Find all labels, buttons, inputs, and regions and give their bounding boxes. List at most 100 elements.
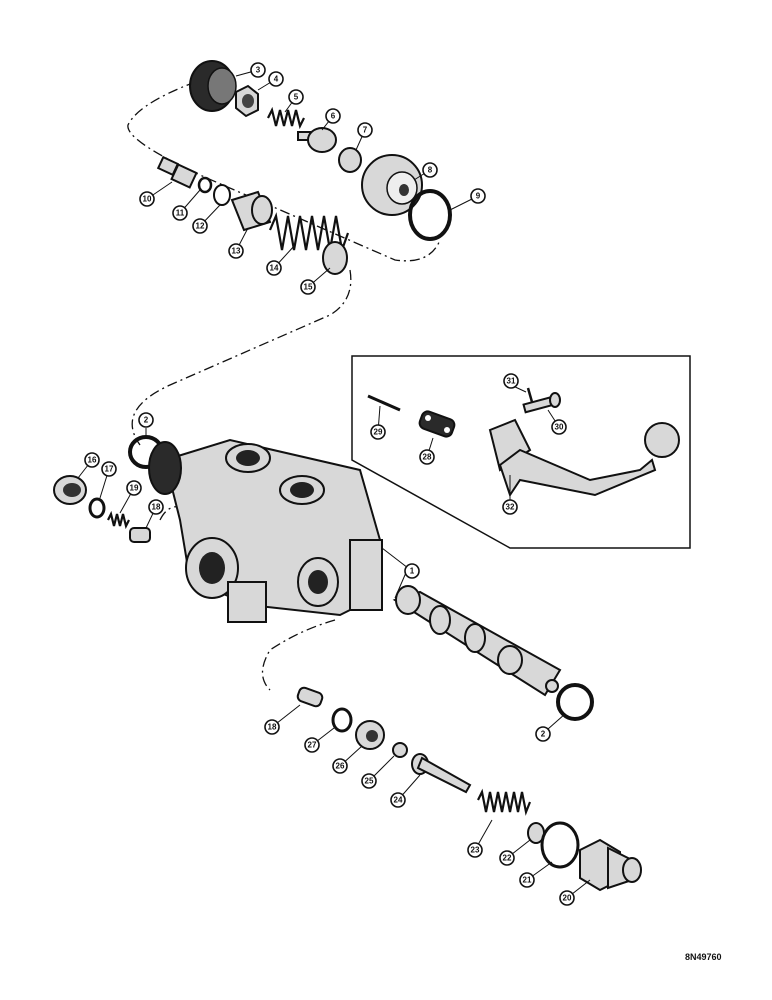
part-washer [213, 184, 231, 206]
callout-22: 22 [499, 850, 515, 866]
part-relief-plug [579, 838, 642, 892]
part-cap-nut [189, 60, 237, 112]
svg-text:1: 1 [410, 567, 415, 576]
svg-text:7: 7 [363, 126, 368, 135]
callout-27: 27 [304, 737, 320, 753]
callout-29: 29 [370, 424, 386, 440]
part-small-spring-left [107, 510, 130, 530]
callout-1: 1 [404, 563, 420, 579]
svg-text:2: 2 [541, 730, 546, 739]
callout-21: 21 [519, 872, 535, 888]
callout-32: 32 [502, 499, 518, 515]
part-seat [338, 147, 362, 173]
part-gasket-upper [408, 189, 452, 241]
svg-text:16: 16 [88, 456, 97, 465]
part-check-seat [355, 720, 385, 750]
callout-19: 19 [126, 480, 142, 496]
part-o-ring-small [88, 497, 106, 519]
part-relief-spring [477, 788, 532, 816]
svg-text:12: 12 [196, 222, 205, 231]
svg-text:20: 20 [563, 894, 572, 903]
svg-text:31: 31 [507, 377, 516, 386]
part-adjusting-screw [156, 155, 198, 189]
part-spool [392, 585, 562, 697]
callout-31: 31 [503, 373, 519, 389]
svg-text:26: 26 [336, 762, 345, 771]
svg-text:15: 15 [304, 283, 313, 292]
assembly-guide-line-left [131, 269, 352, 446]
part-hex-nut [235, 84, 259, 118]
part-valve-body [148, 438, 383, 623]
svg-text:9: 9 [476, 192, 481, 201]
callout-10: 10 [139, 191, 155, 207]
part-plunger-left [129, 527, 151, 543]
part-washer-small [197, 176, 213, 194]
callout-2-lower: 2 [535, 726, 551, 742]
svg-text:29: 29 [374, 428, 383, 437]
callout-30: 30 [551, 419, 567, 435]
part-plunger-lower [296, 686, 324, 708]
part-relief-housing [361, 154, 423, 216]
svg-text:27: 27 [308, 741, 317, 750]
svg-text:2: 2 [144, 416, 149, 425]
assembly-guide-line-plug [159, 506, 189, 521]
callout-28: 28 [419, 449, 435, 465]
callout-5: 5 [288, 89, 304, 105]
svg-text:18: 18 [268, 723, 277, 732]
part-spring-washer [322, 241, 348, 275]
svg-text:23: 23 [471, 846, 480, 855]
callout-24: 24 [390, 792, 406, 808]
part-pin-small [526, 387, 534, 403]
callouts: 1 2 2 3 4 5 6 7 8 9 10 11 12 13 14 15 16… [84, 62, 575, 906]
svg-text:11: 11 [176, 209, 185, 218]
part-sleeve [230, 190, 273, 232]
part-plug [53, 475, 87, 505]
svg-text:10: 10 [143, 195, 152, 204]
svg-text:25: 25 [365, 777, 374, 786]
assembly-guide-line-lower [261, 619, 336, 691]
callout-4: 4 [268, 71, 284, 87]
svg-text:21: 21 [523, 876, 532, 885]
part-poppet-rod [411, 753, 472, 794]
svg-text:30: 30 [555, 423, 564, 432]
callout-3: 3 [250, 62, 266, 78]
svg-text:19: 19 [130, 484, 139, 493]
svg-text:4: 4 [274, 75, 279, 84]
part-link [418, 410, 456, 438]
part-cotter-pin [367, 394, 401, 412]
svg-text:28: 28 [423, 453, 432, 462]
callout-26: 26 [332, 758, 348, 774]
svg-text:6: 6 [331, 112, 336, 121]
svg-text:17: 17 [105, 465, 114, 474]
callout-25: 25 [361, 773, 377, 789]
svg-text:3: 3 [256, 66, 261, 75]
part-large-spring [268, 212, 350, 255]
callout-15: 15 [300, 279, 316, 295]
svg-text:14: 14 [270, 264, 279, 273]
part-ball [392, 742, 408, 758]
svg-text:24: 24 [394, 796, 403, 805]
callout-9: 9 [470, 188, 486, 204]
part-control-lever [488, 418, 680, 498]
callout-16: 16 [84, 452, 100, 468]
callout-2-upper: 2 [138, 412, 154, 428]
svg-text:8: 8 [428, 166, 433, 175]
svg-text:32: 32 [506, 503, 515, 512]
svg-text:22: 22 [503, 854, 512, 863]
callout-17: 17 [101, 461, 117, 477]
part-clevis-pin [522, 392, 561, 414]
svg-text:13: 13 [232, 247, 241, 256]
callout-18-lower: 18 [264, 719, 280, 735]
callout-20: 20 [559, 890, 575, 906]
assembly-guide-line-upper [127, 74, 441, 262]
svg-text:18: 18 [152, 503, 161, 512]
callout-14: 14 [266, 260, 282, 276]
callout-7: 7 [357, 122, 373, 138]
reference-number: 8N49760 [685, 952, 722, 962]
callout-12: 12 [192, 218, 208, 234]
part-o-ring-lower [331, 707, 353, 733]
svg-text:5: 5 [294, 93, 299, 102]
part-poppet [297, 127, 337, 153]
callout-18-left: 18 [148, 499, 164, 515]
